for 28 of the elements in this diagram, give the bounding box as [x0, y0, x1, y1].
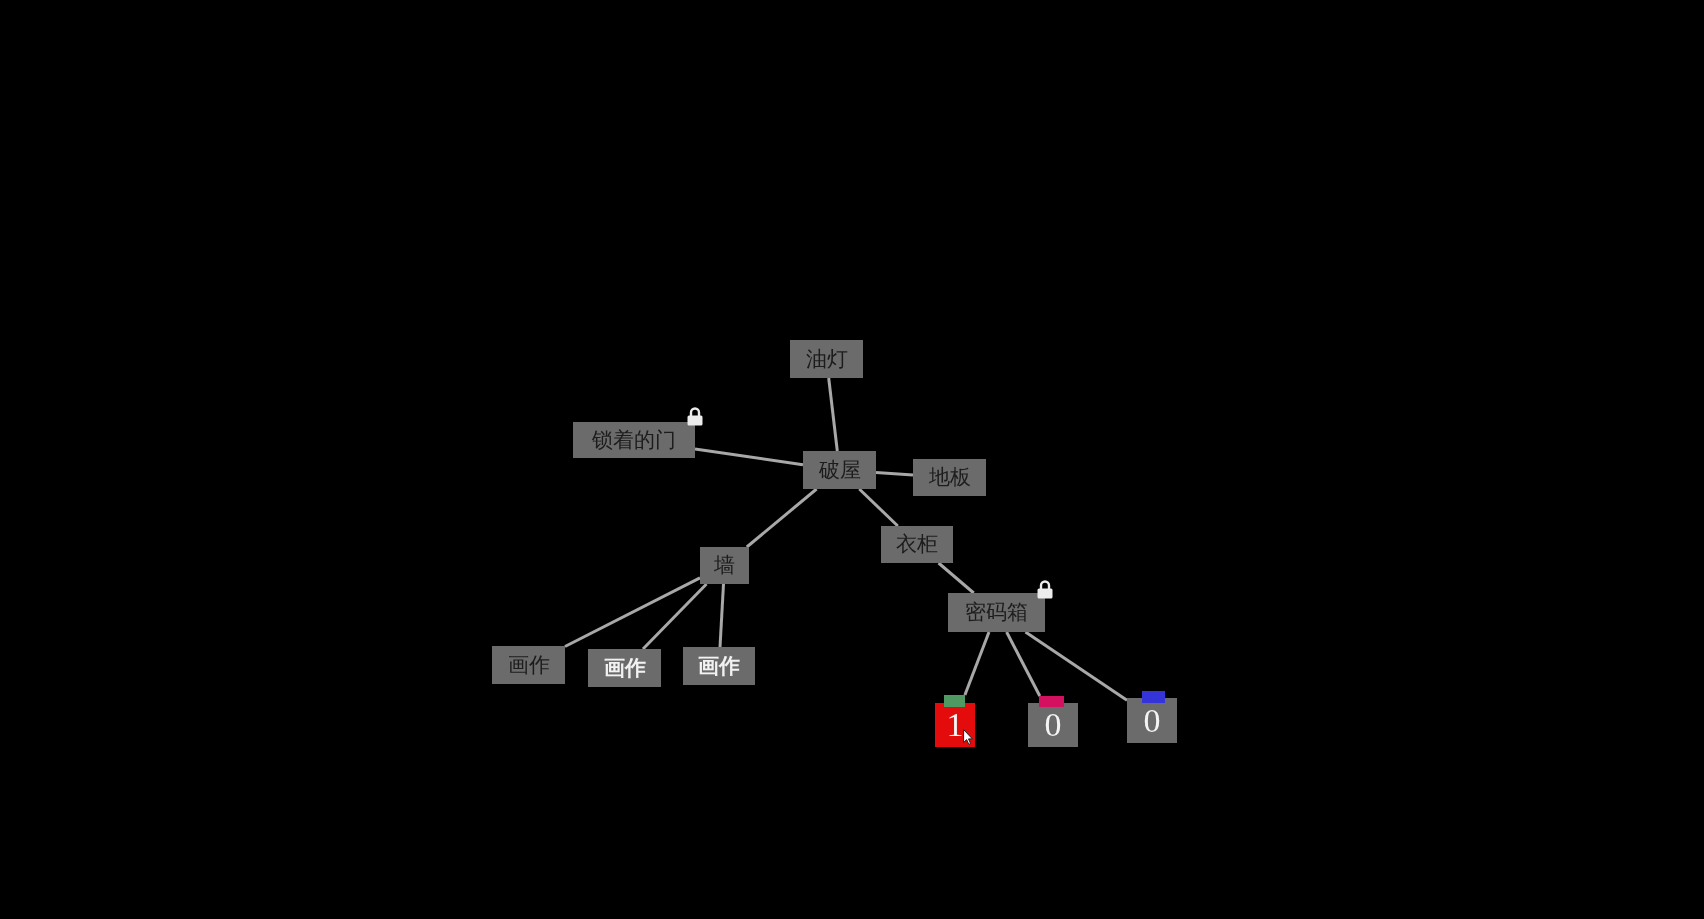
digit-tile [1028, 696, 1078, 747]
item-box: 密码箱 [948, 593, 1045, 632]
connector-line [641, 582, 708, 651]
item-box: 墙 [700, 547, 749, 584]
connector-line [827, 377, 839, 452]
digit-label: 1 [946, 708, 964, 742]
connector-line [564, 576, 701, 648]
connector-line [694, 447, 804, 467]
connector-line [745, 487, 818, 549]
digit-label: 0 [1044, 708, 1062, 742]
connector-line [875, 471, 914, 477]
connector-line [937, 561, 975, 595]
digit-tile [1127, 691, 1177, 743]
digit-label: 0 [1143, 703, 1161, 738]
digit-tile [935, 695, 975, 747]
item-box: 破屋 [803, 451, 876, 489]
item-box: 画作 [492, 646, 565, 684]
item-box: 画作 [683, 647, 755, 685]
connector-line [718, 583, 725, 648]
item-box: 油灯 [790, 340, 863, 378]
connector-line [963, 631, 991, 696]
item-box: 锁着的门 [573, 422, 695, 458]
connector-line [1024, 630, 1128, 702]
item-box: 衣柜 [881, 526, 953, 563]
connector-line [1005, 631, 1042, 697]
item-box: 画作 [588, 649, 661, 687]
item-box: 地板 [913, 459, 986, 496]
connector-line [858, 487, 899, 528]
